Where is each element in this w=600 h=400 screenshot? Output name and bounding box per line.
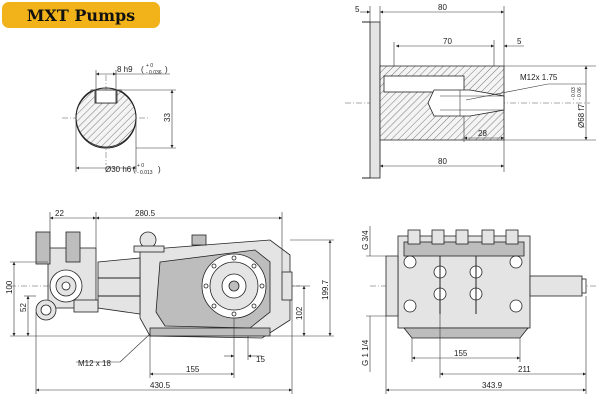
shaft-height-label: 33	[163, 113, 172, 122]
svg-text:): )	[165, 65, 168, 74]
brand-badge: MXT Pumps	[2, 2, 160, 28]
shaft-tol-lower: - 0.013	[137, 170, 153, 176]
valve-caps	[407, 229, 519, 245]
mount-15-label: 15	[256, 355, 265, 364]
thread-label: M12x 1.75	[520, 73, 558, 82]
svg-text:): )	[158, 165, 161, 174]
pump-end-view: G 3/4 G 1 1/4 155 211 343.9	[361, 226, 598, 394]
svg-text:(: (	[141, 65, 144, 74]
shaft-211-label: 211	[518, 365, 531, 374]
dim-22-label: 22	[55, 209, 64, 218]
shaft-side-view: 5 80 70 5 M12x 1.75 28 Ø68 f7 - 0.03 - 0…	[345, 3, 596, 179]
flange-thickness-label: 5	[355, 5, 360, 14]
keyway-tol-lower: - 0.036	[146, 70, 162, 76]
bolt-label: M12 x 18	[78, 359, 111, 368]
overall-width-label: 343.9	[482, 381, 503, 390]
dim-52-label: 52	[19, 303, 28, 312]
mount-155-label: 155	[186, 365, 200, 374]
shaft-cross-section: 8 h9 ( + 0 - 0.036 ) 33 Ø30 h6 ( + 0 - 0…	[62, 63, 176, 176]
dim-280-label: 280.5	[135, 209, 156, 218]
dim-102-label: 102	[295, 306, 304, 320]
overall-bottom-label: 80	[438, 157, 447, 166]
key-offset-label: 5	[517, 37, 522, 46]
overall-length-label: 430.5	[150, 381, 171, 390]
shaft-tol-upper: + 0	[137, 163, 144, 169]
pilot-diameter-label: Ø68 f7	[577, 103, 586, 128]
shaft-length-label: 70	[443, 37, 452, 46]
outlet-port-label: G 1 1/4	[361, 339, 370, 366]
keyway-tol-upper: + 0	[146, 63, 153, 69]
plunger-bores	[433, 256, 483, 314]
thread-depth-label: 28	[478, 129, 487, 138]
dim-199-label: 199.7	[321, 279, 330, 300]
pilot-tol-lower: - 0.06	[577, 87, 583, 100]
keyway-tolerance-label: 8 h9	[117, 65, 133, 74]
shaft-diameter-label: Ø30 h6	[105, 165, 132, 174]
end-mount-155-label: 155	[454, 349, 468, 358]
pilot-tol-upper: - 0.03	[571, 87, 577, 100]
inlet-port-label: G 3/4	[361, 230, 370, 250]
pump-side-view: 22 280.5 100 52 102 199.7 M12 x 18	[5, 209, 334, 394]
dim-100-label: 100	[5, 280, 14, 294]
overall-top-label: 80	[438, 3, 447, 12]
bearing-bolts	[203, 255, 265, 317]
svg-text:(: (	[133, 165, 136, 174]
